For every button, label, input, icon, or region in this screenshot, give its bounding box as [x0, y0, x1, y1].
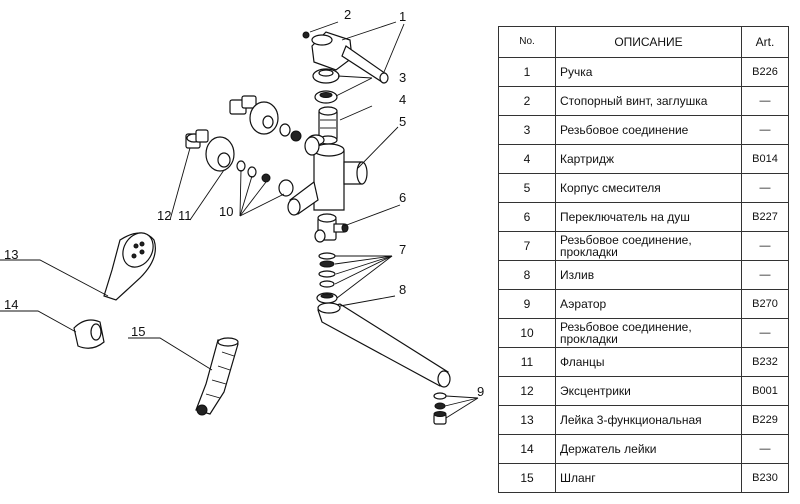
aerator-part	[433, 392, 447, 425]
shower-head-part	[103, 232, 156, 301]
row-no: 13	[498, 405, 556, 435]
row-art: B229	[741, 405, 789, 435]
mixer-body-part	[287, 134, 368, 216]
shower-diverter-part	[314, 213, 349, 243]
row-description: Корпус смесителя	[555, 173, 742, 203]
row-art: —	[741, 173, 789, 203]
threaded-connection-part	[312, 68, 340, 104]
row-art: B227	[741, 202, 789, 232]
row-description: Фланцы	[555, 347, 742, 377]
row-art: —	[741, 231, 789, 261]
header-no: No.	[498, 26, 556, 58]
row-no: 14	[498, 434, 556, 464]
row-no: 9	[498, 289, 556, 319]
row-no: 6	[498, 202, 556, 232]
row-no: 12	[498, 376, 556, 406]
header-description: ОПИСАНИЕ	[555, 26, 742, 58]
flange-part	[205, 136, 235, 172]
row-description: Переключатель на душ	[555, 202, 742, 232]
row-no: 5	[498, 173, 556, 203]
header-art: Art.	[741, 26, 789, 58]
table-header-row: No. ОПИСАНИЕ Art.	[498, 26, 789, 58]
row-art: —	[741, 86, 789, 116]
spout-part	[317, 302, 451, 388]
shower-holder-part	[73, 319, 105, 349]
row-description: Держатель лейки	[555, 434, 742, 464]
row-art: B226	[741, 57, 789, 87]
row-no: 3	[498, 115, 556, 145]
row-description: Резьбовое соединение, прокладки	[555, 231, 742, 261]
callout-11: 11	[178, 208, 192, 223]
leader-lines	[0, 21, 479, 419]
row-description: Резьбовое соединение	[555, 115, 742, 145]
callout-13: 13	[4, 247, 18, 262]
handle-part	[302, 31, 389, 84]
callout-5: 5	[399, 114, 406, 129]
row-art: B014	[741, 144, 789, 174]
row-no: 7	[498, 231, 556, 261]
callout-15: 15	[131, 324, 145, 339]
gaskets-part	[316, 252, 338, 304]
row-no: 15	[498, 463, 556, 493]
row-description: Резьбовое соединение, прокладки	[555, 318, 742, 348]
callout-8: 8	[399, 282, 406, 297]
callout-1: 1	[399, 9, 406, 24]
callout-labels: 1 2 3 4 5 6 7 8 9 10 11 12 13 14 15	[4, 7, 484, 399]
row-description: Ручка	[555, 57, 742, 87]
callout-9: 9	[477, 384, 484, 399]
row-no: 8	[498, 260, 556, 290]
row-description: Шланг	[555, 463, 742, 493]
callout-14: 14	[4, 297, 18, 312]
callout-4: 4	[399, 92, 406, 107]
eccentric-part	[185, 129, 209, 149]
row-art: B230	[741, 463, 789, 493]
row-description: Стопорный винт, заглушка	[555, 86, 742, 116]
callout-2: 2	[344, 7, 351, 22]
row-art: —	[741, 318, 789, 348]
callout-12: 12	[157, 208, 171, 223]
row-no: 2	[498, 86, 556, 116]
row-no: 4	[498, 144, 556, 174]
row-description: Излив	[555, 260, 742, 290]
callout-3: 3	[399, 70, 406, 85]
hose-part	[195, 337, 239, 416]
threaded-gaskets-left-part	[236, 160, 294, 197]
row-art: —	[741, 434, 789, 464]
row-no: 10	[498, 318, 556, 348]
upper-eccentric-assembly	[229, 95, 320, 156]
row-art: B001	[741, 376, 789, 406]
row-art: B232	[741, 347, 789, 377]
callout-7: 7	[399, 242, 406, 257]
row-description: Аэратор	[555, 289, 742, 319]
row-art: —	[741, 115, 789, 145]
row-no: 1	[498, 57, 556, 87]
row-description: Эксцентрики	[555, 376, 742, 406]
row-art: B270	[741, 289, 789, 319]
row-art: —	[741, 260, 789, 290]
row-no: 11	[498, 347, 556, 377]
row-description: Картридж	[555, 144, 742, 174]
callout-6: 6	[399, 190, 406, 205]
row-description: Лейка 3-функциональная	[555, 405, 742, 435]
callout-10: 10	[219, 204, 233, 219]
